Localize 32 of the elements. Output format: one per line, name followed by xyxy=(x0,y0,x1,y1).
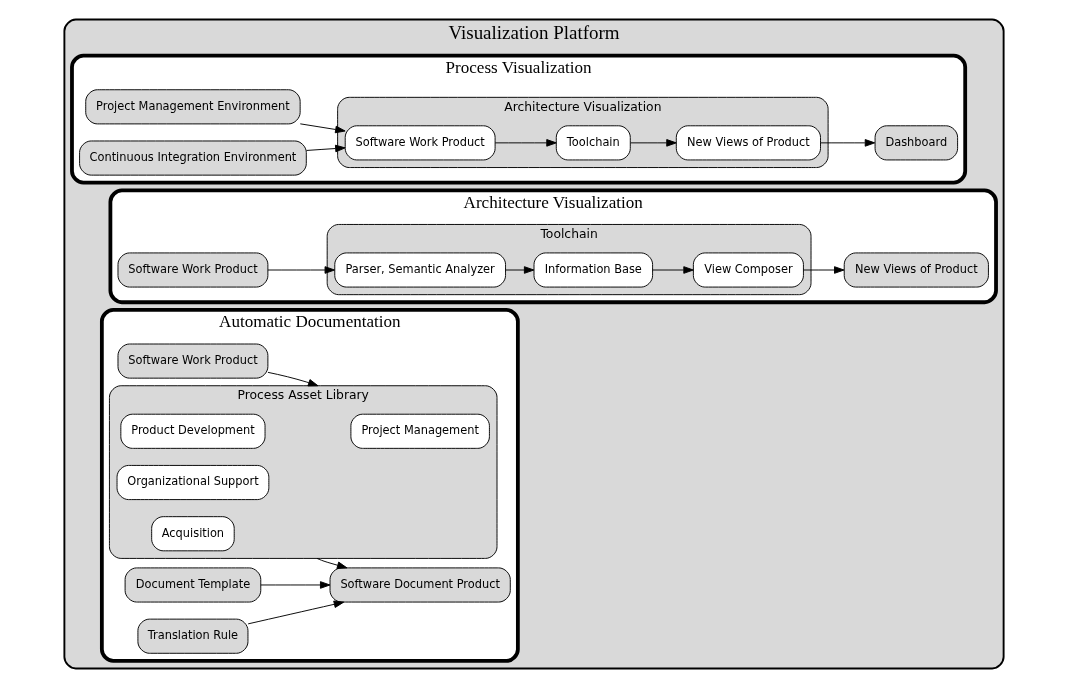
arrow xyxy=(504,266,534,274)
node-box: Software Document Product xyxy=(329,567,511,603)
arrow xyxy=(629,139,677,147)
arrow xyxy=(651,266,694,274)
node-box: Continuous Integration Environment xyxy=(78,140,307,176)
arrow xyxy=(819,139,875,147)
node-box: Software Work Product xyxy=(344,125,496,161)
node-box: Information Base xyxy=(533,252,653,288)
arrow xyxy=(266,371,318,387)
node-box: Software Work Product xyxy=(117,252,268,288)
node-box: Project Management xyxy=(349,413,490,449)
arrow xyxy=(494,139,557,147)
arrow xyxy=(802,266,844,274)
arrow xyxy=(267,266,335,274)
node-box: Dashboard xyxy=(874,125,958,161)
arrow xyxy=(259,581,330,589)
node-box: Software Work Product xyxy=(117,343,268,379)
arrow xyxy=(299,123,346,134)
node-box: Parser, Semantic Analyzer xyxy=(333,252,506,288)
node-box: Acquisition xyxy=(150,516,235,552)
node-box: Toolchain xyxy=(555,125,631,161)
node-box: View Composer xyxy=(692,252,804,288)
node-box: New Views of Product xyxy=(675,125,821,161)
node-box: Project Management Environment xyxy=(84,89,301,125)
arrow xyxy=(247,600,344,625)
node-box: Document Template xyxy=(124,567,261,603)
arrow xyxy=(316,557,347,569)
node-box: Product Development xyxy=(119,413,265,449)
arrow xyxy=(305,144,346,153)
node-box: New Views of Product xyxy=(843,252,989,288)
node-box: Translation Rule xyxy=(136,618,248,654)
node-box: Organizational Support xyxy=(116,464,269,501)
